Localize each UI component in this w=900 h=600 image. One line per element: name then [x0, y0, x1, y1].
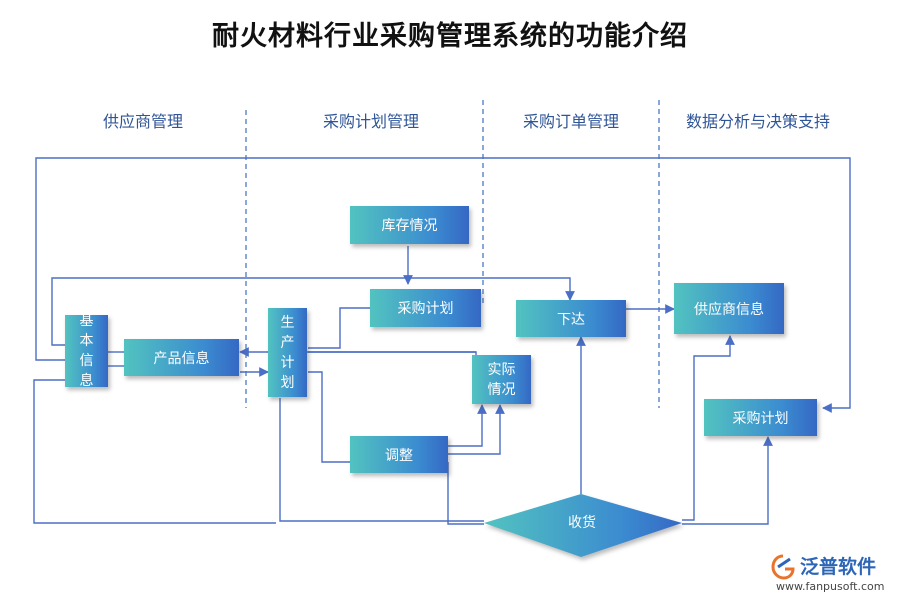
- section-purchase-plan-management: 采购计划管理: [322, 112, 419, 131]
- actual-status-line: 情况: [487, 381, 516, 398]
- product-info-label: 产品信息: [153, 350, 210, 367]
- section-dividers: [245, 100, 660, 408]
- product-info-box[interactable]: 产品信息: [124, 339, 239, 376]
- production-plan-box[interactable]: 生 产 计 划: [268, 308, 307, 397]
- inventory-status-label: 库存情况: [381, 218, 438, 234]
- purchase-plan-box[interactable]: 采购计划: [370, 289, 481, 327]
- inventory-status-box[interactable]: 库存情况: [350, 206, 469, 244]
- basic-info-char: 本: [79, 333, 94, 349]
- left-bottom-loop-line: [33, 379, 276, 524]
- basic-info-to-issue-arrow: [51, 277, 575, 346]
- logo-name: 泛普软件: [800, 556, 877, 578]
- purchase-plan-right-box[interactable]: 采购计划: [704, 399, 817, 436]
- page-title: 耐火材料行业采购管理系统的功能介绍: [212, 21, 688, 52]
- logo-url: www.fanpusoft.com: [776, 580, 885, 593]
- logo-icon: [771, 554, 795, 580]
- basic-info-char: 息: [79, 373, 94, 389]
- production-to-receiving-line: [279, 398, 484, 522]
- plan-to-production-line: [308, 307, 370, 349]
- production-plan-char: 产: [280, 334, 295, 351]
- basic-info-box[interactable]: 基 本 信 息: [65, 313, 108, 389]
- issue-box[interactable]: 下达: [516, 300, 626, 337]
- basic-info-char: 基: [79, 313, 94, 329]
- production-plan-char: 计: [280, 354, 295, 371]
- adjust-to-receiving-line: [447, 462, 484, 525]
- receiving-diamond: [484, 494, 682, 557]
- adjust-to-actual-arrow: [448, 404, 487, 447]
- production-plan-char: 划: [280, 374, 295, 391]
- section-data-analysis: 数据分析与决策支持: [685, 112, 830, 131]
- production-plan-char: 生: [280, 314, 295, 331]
- section-supplier-management: 供应商管理: [102, 112, 183, 131]
- adjust-box[interactable]: 调整: [350, 436, 448, 473]
- purchase-plan-right-label: 采购计划: [732, 410, 789, 427]
- receiving-to-plan-arrow: [682, 436, 773, 525]
- section-purchase-order-management: 采购订单管理: [522, 112, 619, 131]
- actual-status-box[interactable]: 实际 情况: [472, 355, 531, 404]
- outer-loop-arrow: [35, 157, 851, 413]
- actual-status-line: 实际: [487, 361, 516, 378]
- receiving-to-supplier-arrow: [682, 335, 735, 521]
- production-to-adjust-line: [308, 371, 350, 463]
- supplier-info-box[interactable]: 供应商信息: [674, 283, 784, 334]
- adjust-label: 调整: [385, 447, 413, 464]
- issue-label: 下达: [557, 311, 585, 328]
- brand-logo: 泛普软件 www.fanpusoft.com: [766, 550, 896, 596]
- supplier-info-label: 供应商信息: [694, 301, 764, 318]
- receiving-label: 收货: [568, 515, 596, 531]
- basic-info-char: 信: [79, 353, 94, 369]
- purchase-plan-label: 采购计划: [397, 301, 454, 317]
